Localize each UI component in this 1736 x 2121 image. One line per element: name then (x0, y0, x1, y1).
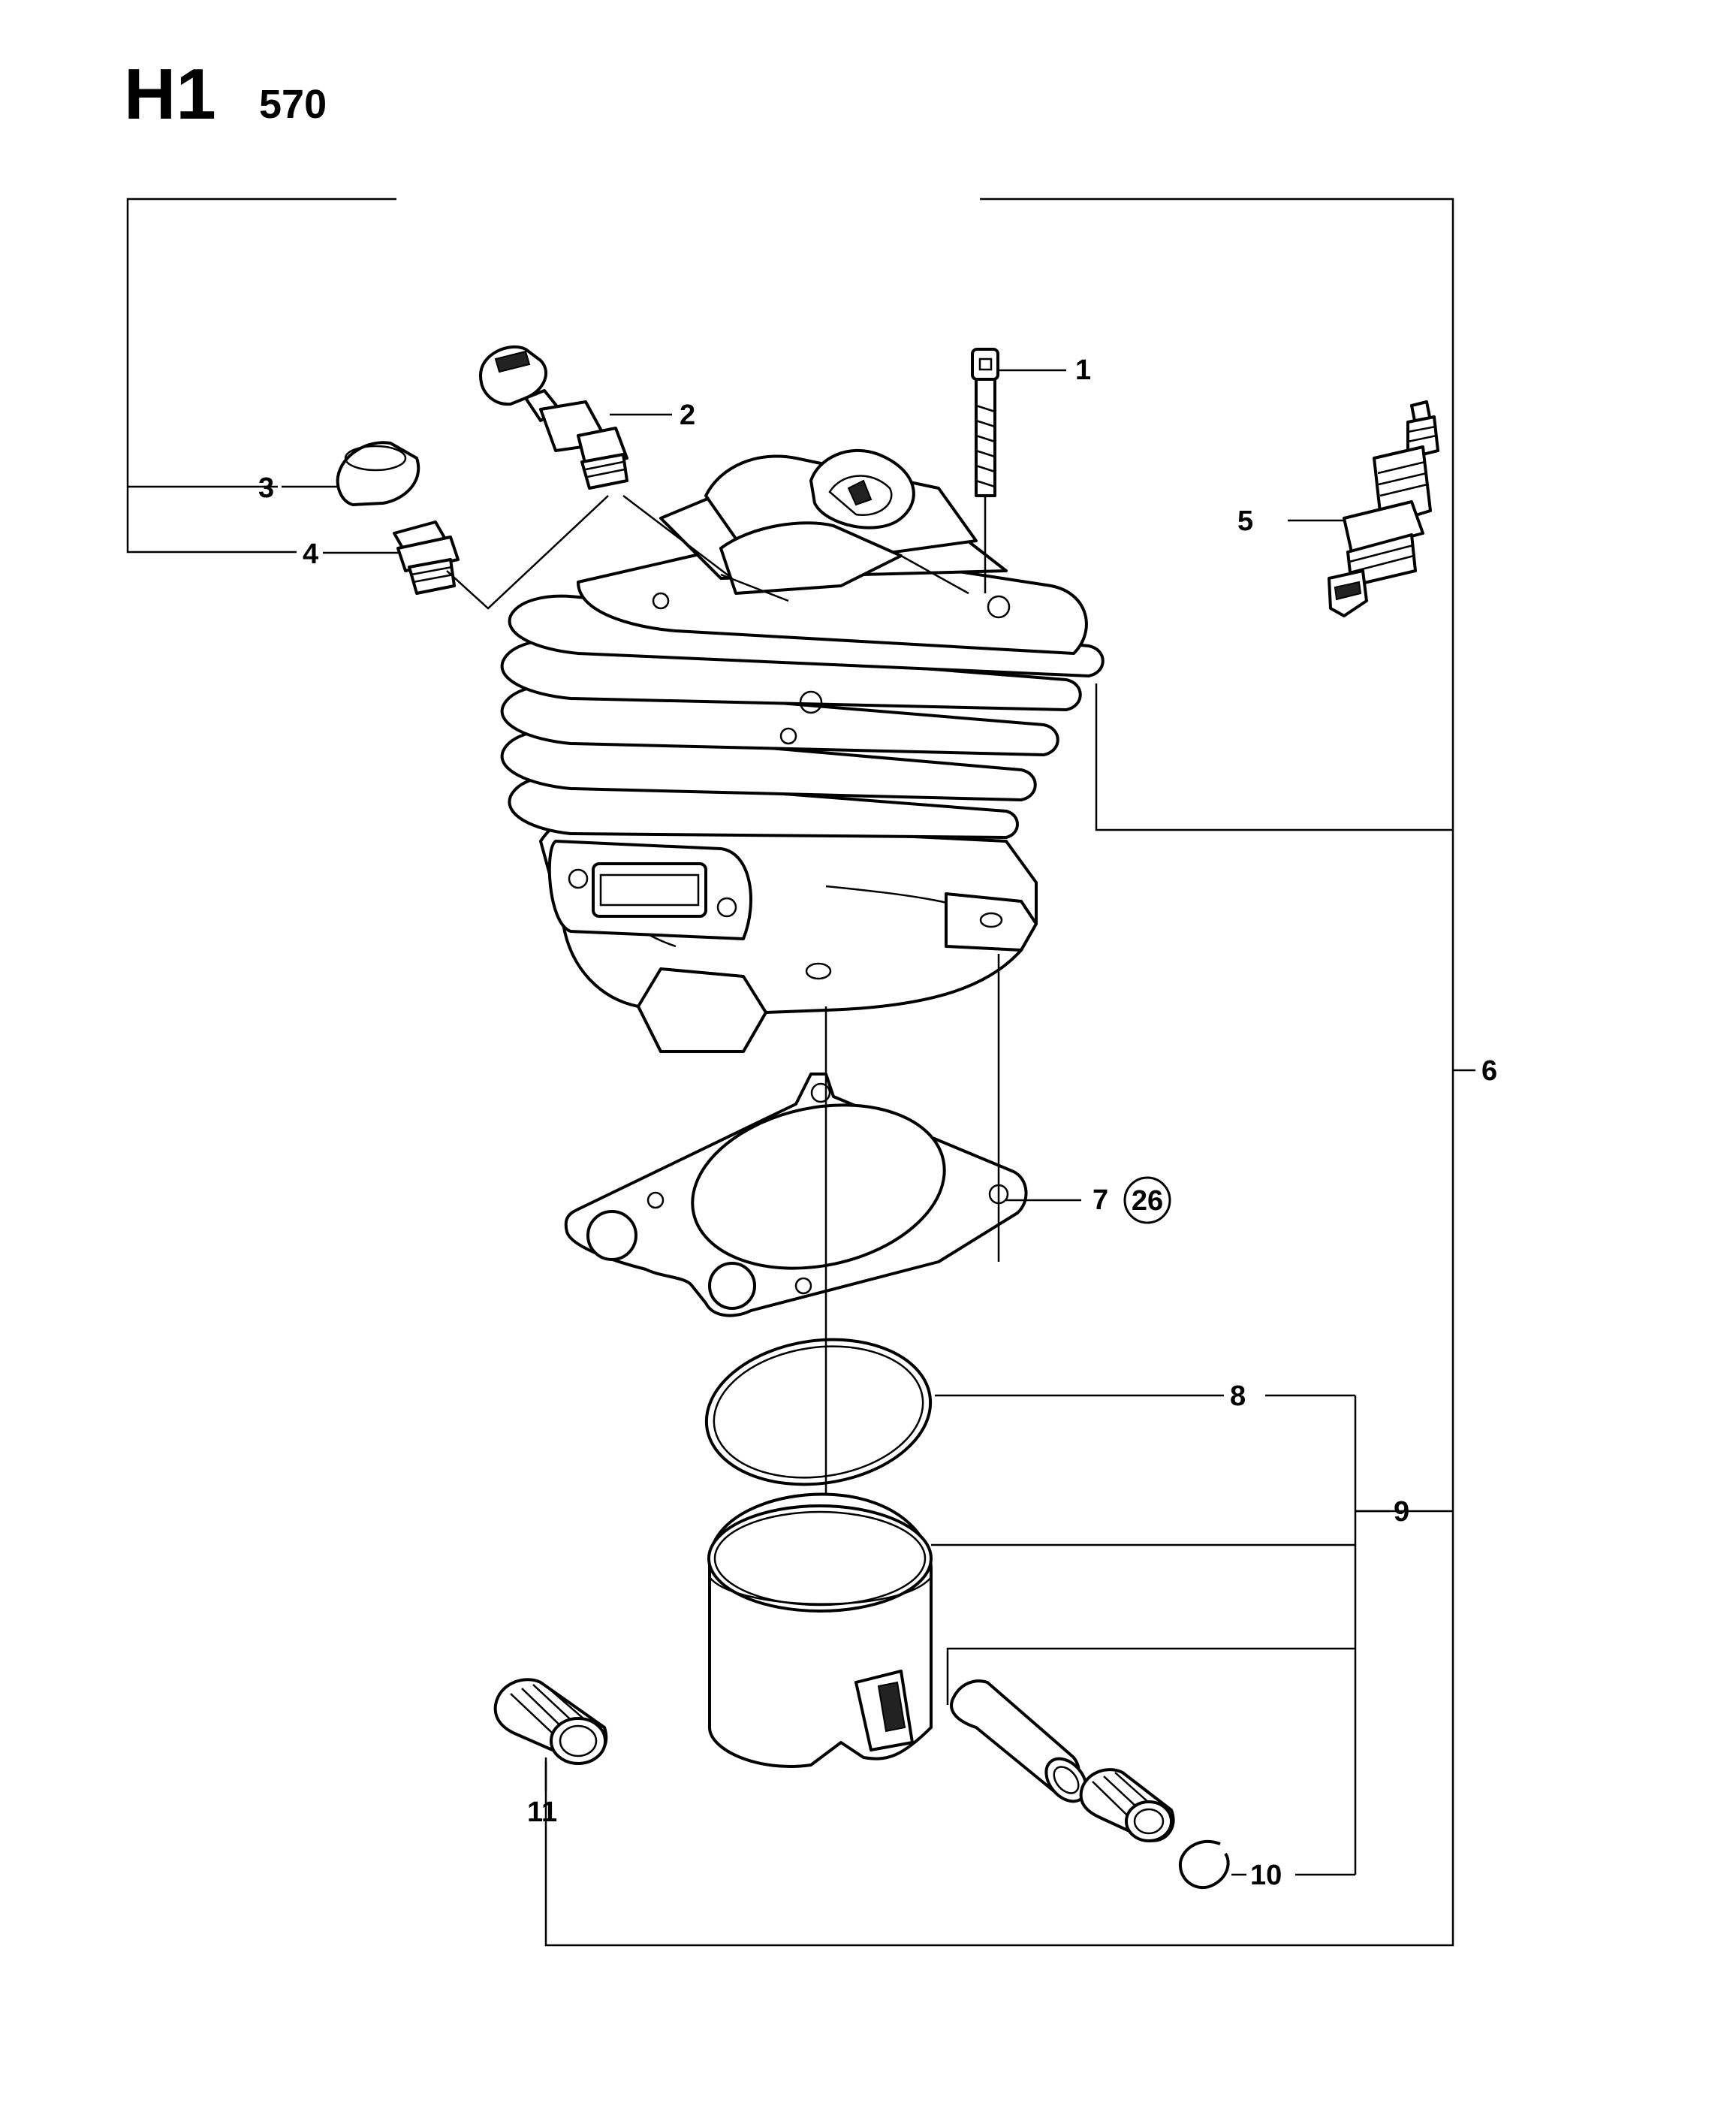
section-code: H1 (124, 54, 216, 134)
part-8-piston-ring (704, 1338, 1355, 1486)
part-10-circlip (1178, 1839, 1355, 1890)
part-2-decompression-valve (479, 345, 733, 579)
reference-circle (1123, 1176, 1171, 1224)
cylinder (500, 449, 1105, 1053)
part-4-insert (393, 495, 609, 610)
callout-6: 6 (1481, 1055, 1497, 1087)
callout-1: 1 (1075, 355, 1091, 386)
part-9-piston (707, 1492, 1355, 1768)
callout-8: 8 (1230, 1380, 1246, 1412)
part-3-cap (336, 441, 420, 506)
callout-5: 5 (1237, 505, 1253, 537)
callout-11: 11 (527, 1797, 557, 1828)
callout-9: 9 (1394, 1496, 1409, 1528)
bracket-lines (126, 198, 1475, 1947)
model-number: 570 (259, 82, 327, 127)
callout-4: 4 (303, 539, 318, 570)
callout-labels: 1 2 3 4 5 6 7 26 8 9 10 11 (258, 355, 1497, 1891)
callout-3: 3 (258, 472, 274, 504)
part-7-gasket (564, 954, 1081, 1540)
callout-2: 2 (680, 400, 695, 431)
small-end-bearing (1079, 1768, 1175, 1842)
callout-10: 10 (1250, 1860, 1282, 1891)
part-5-spark-plug (1288, 400, 1439, 617)
piston-pin (946, 1647, 1355, 1803)
callout-7-reference: 26 (1132, 1185, 1163, 1217)
part-1-screw (971, 348, 999, 593)
part-11-needle-bearing (493, 1678, 608, 1791)
callout-7: 7 (1093, 1184, 1108, 1216)
